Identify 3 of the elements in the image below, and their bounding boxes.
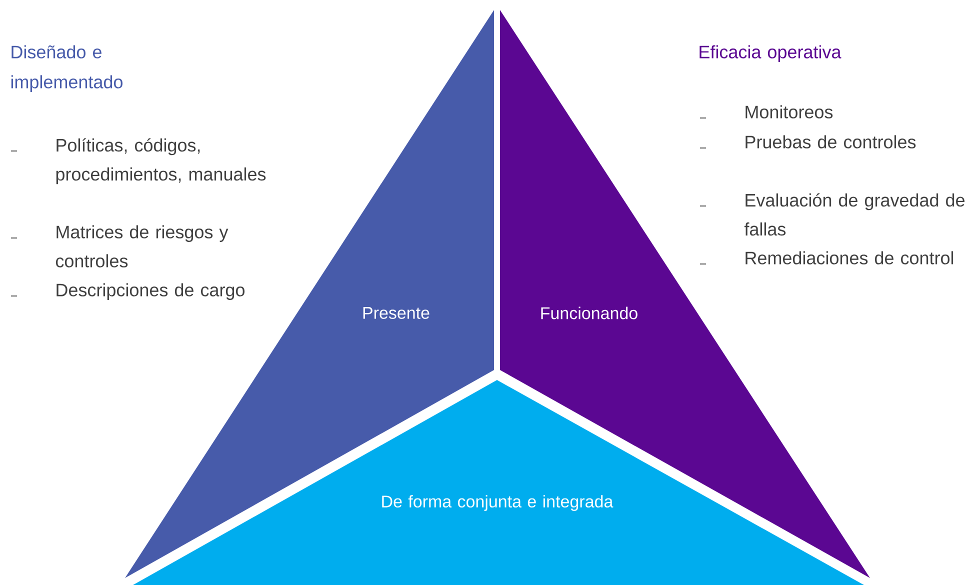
heading: Eficacia operativa <box>700 45 842 62</box>
list-item: Monitoreos <box>746 105 833 118</box>
triangle-segment: De forma conjunta e integrada <box>133 380 864 585</box>
